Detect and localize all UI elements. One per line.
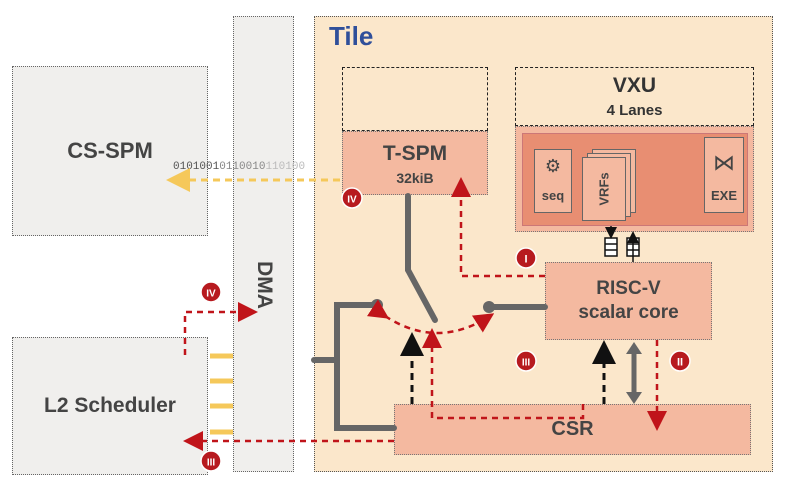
switch-node-right: [483, 301, 495, 313]
svg-text:II: II: [677, 357, 683, 369]
marker-iv-tspm: IV: [341, 187, 363, 209]
svg-text:IV: IV: [206, 289, 216, 300]
tspm-dashed-region: [342, 67, 488, 131]
svg-text:I: I: [524, 254, 527, 266]
riscv-block: RISC-V scalar core: [545, 262, 712, 340]
memory-switch: [311, 193, 548, 431]
tile-title: Tile: [329, 21, 374, 51]
riscv-csr-arrow-down: [626, 392, 642, 404]
path-i: [451, 177, 545, 278]
marker-ii: II: [669, 350, 691, 372]
instruction-queue-icons: [604, 237, 640, 257]
marker-iii-external: III: [200, 450, 222, 472]
bitstream-light: 110100: [265, 161, 306, 173]
marker-i: I: [515, 247, 537, 269]
gear-icon: ⚙: [544, 156, 562, 176]
tspm-size: 32kiB: [396, 170, 434, 186]
svg-text:III: III: [522, 358, 531, 369]
seq-unit: ⚙ seq: [534, 149, 572, 213]
path-iii-internal: [422, 328, 585, 420]
vxu-title: VXU: [612, 74, 657, 97]
l2-scheduler-block: L2 Scheduler: [12, 337, 208, 475]
bitstream-mid: 0110010: [219, 161, 266, 173]
exe-unit: ⋈ EXE: [704, 137, 744, 213]
cs-spm-label: CS-SPM: [67, 138, 153, 163]
riscv-label-line1: RISC-V: [596, 278, 661, 300]
switch-arc: [366, 299, 495, 335]
svg-text:IV: IV: [347, 195, 357, 206]
csr-block: CSR: [394, 404, 751, 455]
path-iv-l2: [183, 302, 258, 355]
marker-iv-l2: IV: [200, 281, 222, 303]
crossbar-icon: ⋈: [713, 150, 735, 175]
tspm-title: T-SPM: [382, 142, 448, 165]
vxu-dashed-region: VXU 4 Lanes: [515, 67, 754, 126]
l2-scheduler-label: L2 Scheduler: [44, 394, 176, 417]
tspm-block: T-SPM 32kiB: [342, 131, 488, 195]
vxu-block: ⚙ seq VRFs ⋈ EXE: [515, 126, 754, 232]
csr-label: CSR: [551, 418, 594, 440]
cs-spm-block: CS-SPM: [12, 66, 208, 236]
vrfs-unit: VRFs: [582, 157, 626, 221]
l2-bus: [210, 353, 233, 435]
marker-iii-internal: III: [515, 350, 537, 372]
riscv-csr-arrow-up: [626, 342, 642, 354]
seq-label: seq: [541, 188, 565, 203]
switch-node-left: [371, 299, 383, 311]
tile-block: Tile: [314, 16, 773, 472]
svg-text:III: III: [207, 458, 216, 469]
riscv-label-line2: scalar core: [578, 302, 679, 323]
exe-label: EXE: [710, 188, 737, 203]
dma-block: DMA: [233, 16, 294, 472]
vxu-lanes: 4 Lanes: [606, 102, 663, 119]
